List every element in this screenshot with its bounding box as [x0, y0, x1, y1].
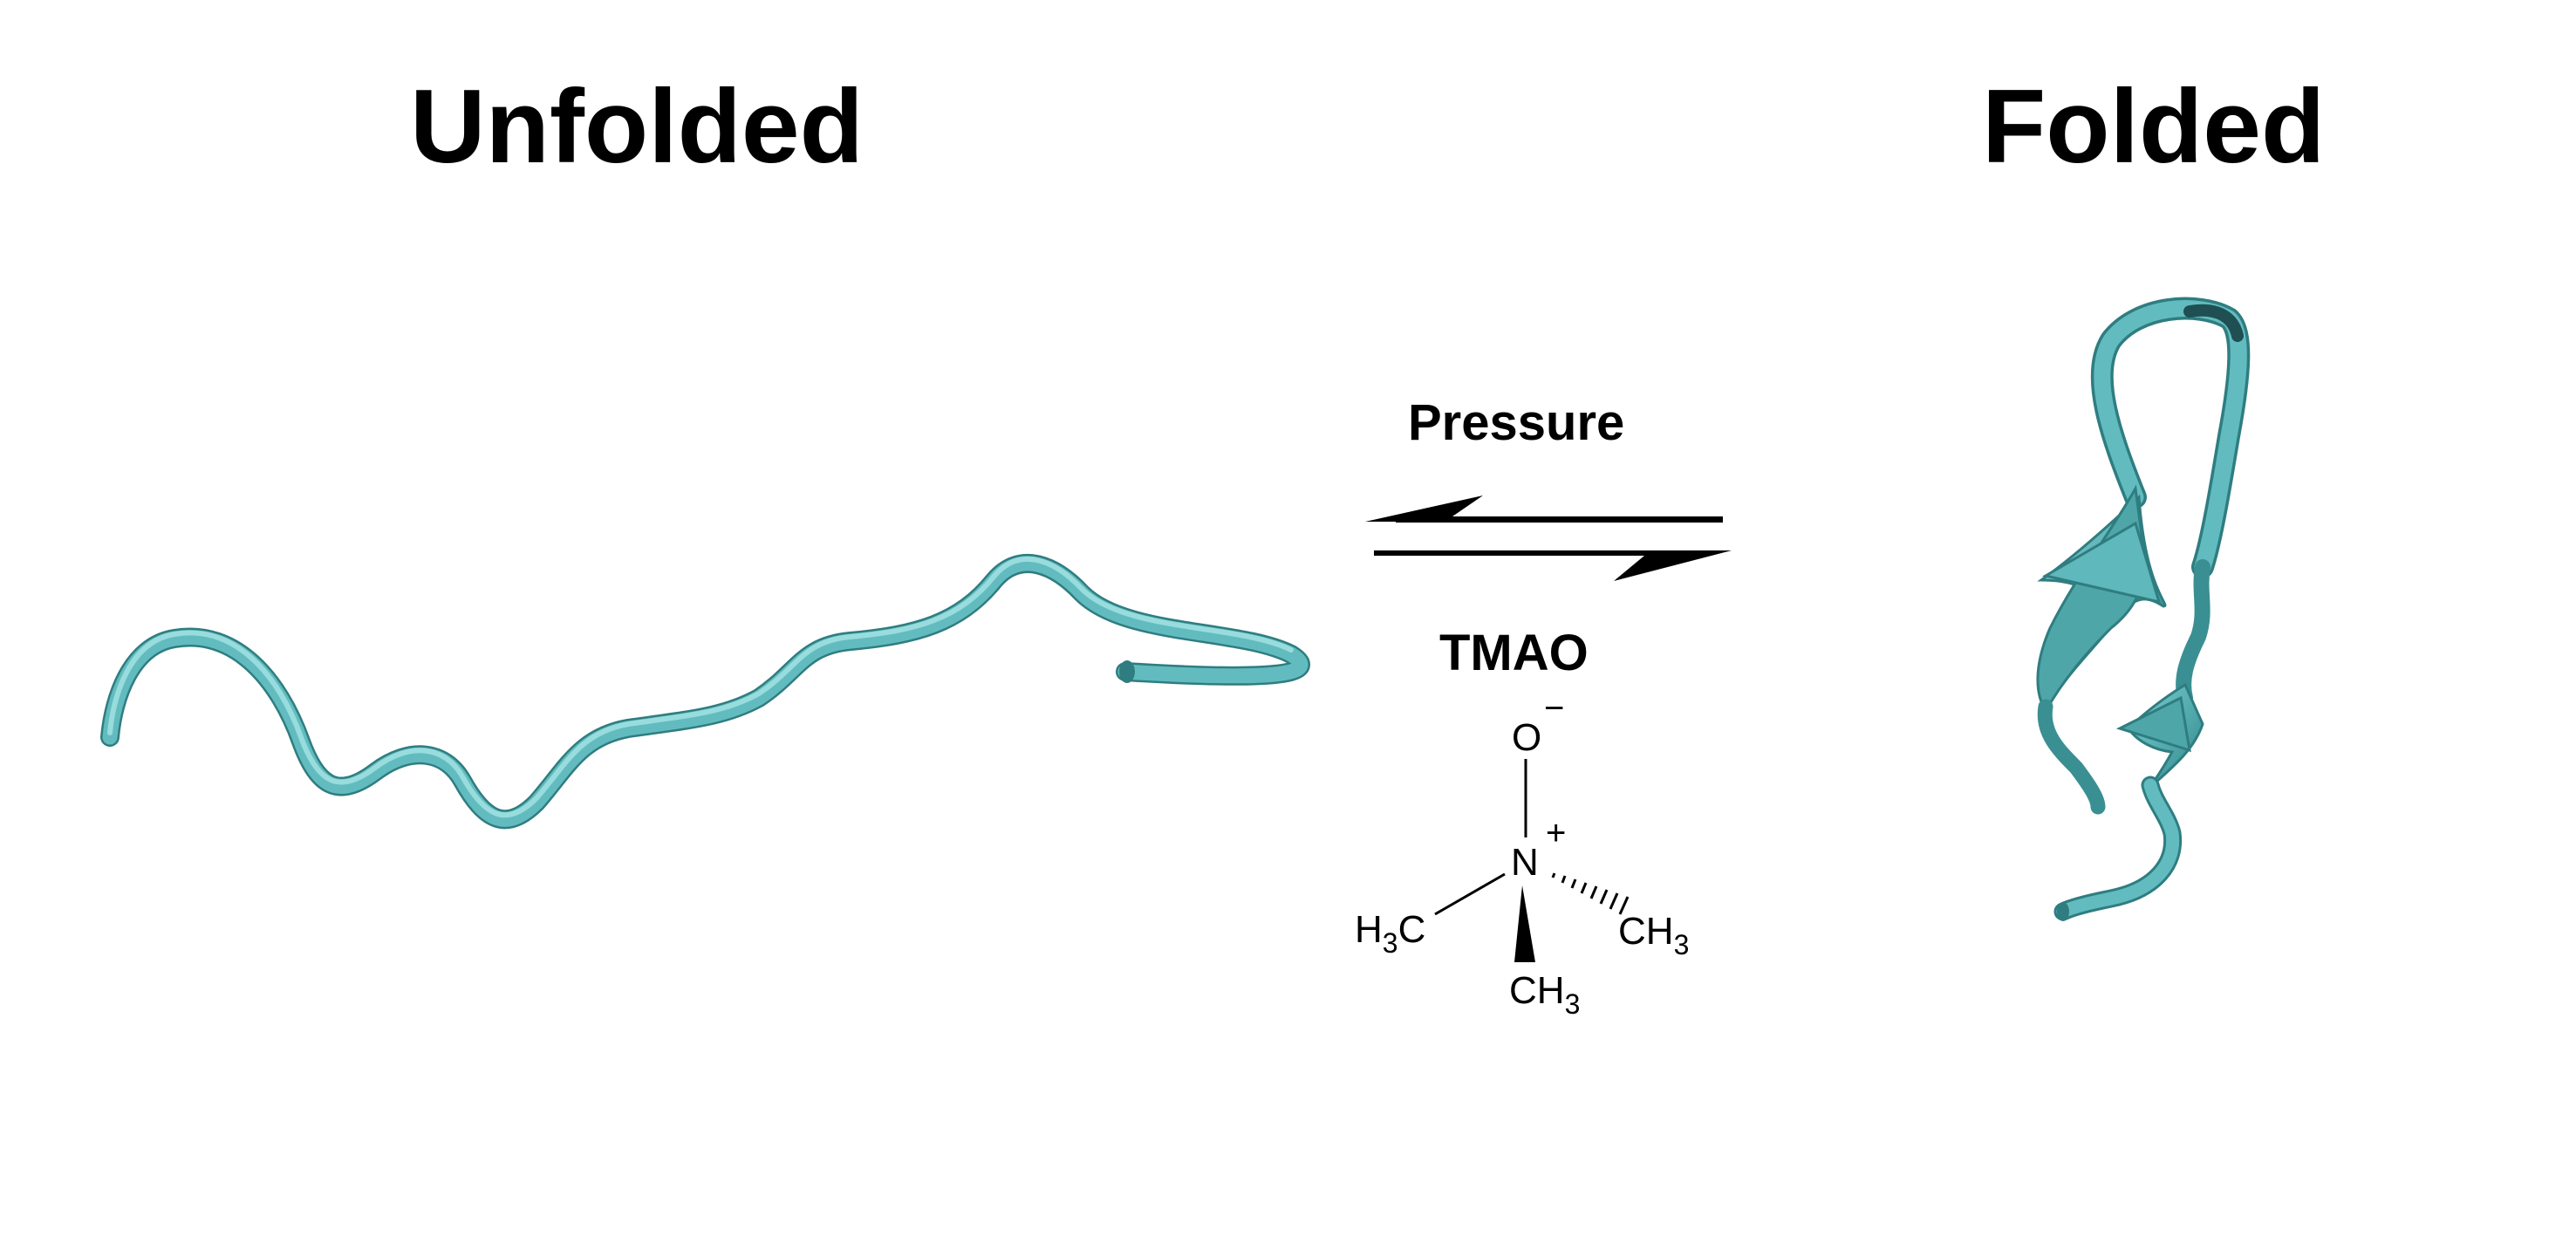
reverse-arrow: [1365, 495, 1723, 522]
right-methyl: CH3: [1618, 910, 1689, 960]
equilibrium-arrows: [1365, 495, 1732, 581]
oxygen-atom: O: [1512, 716, 1541, 759]
n-left-bond: [1434, 872, 1506, 916]
beta-sheet-arrow-1-head: [2041, 521, 2162, 605]
pressure-label: Pressure: [1408, 394, 1625, 451]
folded-protein-end: [2057, 902, 2069, 921]
solid-wedge-bond: [1514, 885, 1535, 962]
folded-loop-dark-tip: [2183, 304, 2244, 342]
tmao-label: TMAO: [1439, 625, 1589, 681]
hashed-wedge-bond: [1551, 872, 1630, 915]
folded-title: Folded: [1982, 68, 2326, 185]
forward-arrow: [1374, 550, 1732, 581]
reverse-arrow-shaft: [1396, 517, 1723, 523]
folded-left-tail: [2037, 699, 2106, 815]
unfolded-protein-highlight: [107, 557, 1294, 818]
folded-protein: [2036, 297, 2251, 921]
left-methyl: H3C: [1355, 908, 1425, 959]
unfolded-protein-tube: [102, 556, 1308, 827]
unfolded-protein-end: [1119, 660, 1135, 683]
beta-sheet-arrow-2-head: [2116, 695, 2191, 753]
nitrogen-charge: +: [1546, 814, 1566, 852]
oxygen-charge: −: [1544, 689, 1564, 728]
folded-right-strand: [2176, 559, 2210, 706]
tmao-structure: O − N + H3C CH3 CH3: [1355, 689, 1689, 1020]
unfolded-title: Unfolded: [410, 68, 864, 185]
folded-bottom-tail-tube: [2056, 778, 2180, 919]
unfolded-protein: [100, 554, 1311, 830]
beta-sheet-arrow-1-body: [2036, 484, 2148, 714]
nitrogen-atom: N: [1511, 841, 1539, 884]
bottom-methyl: CH3: [1509, 969, 1580, 1020]
unfolded-protein-shadow: [100, 554, 1311, 830]
